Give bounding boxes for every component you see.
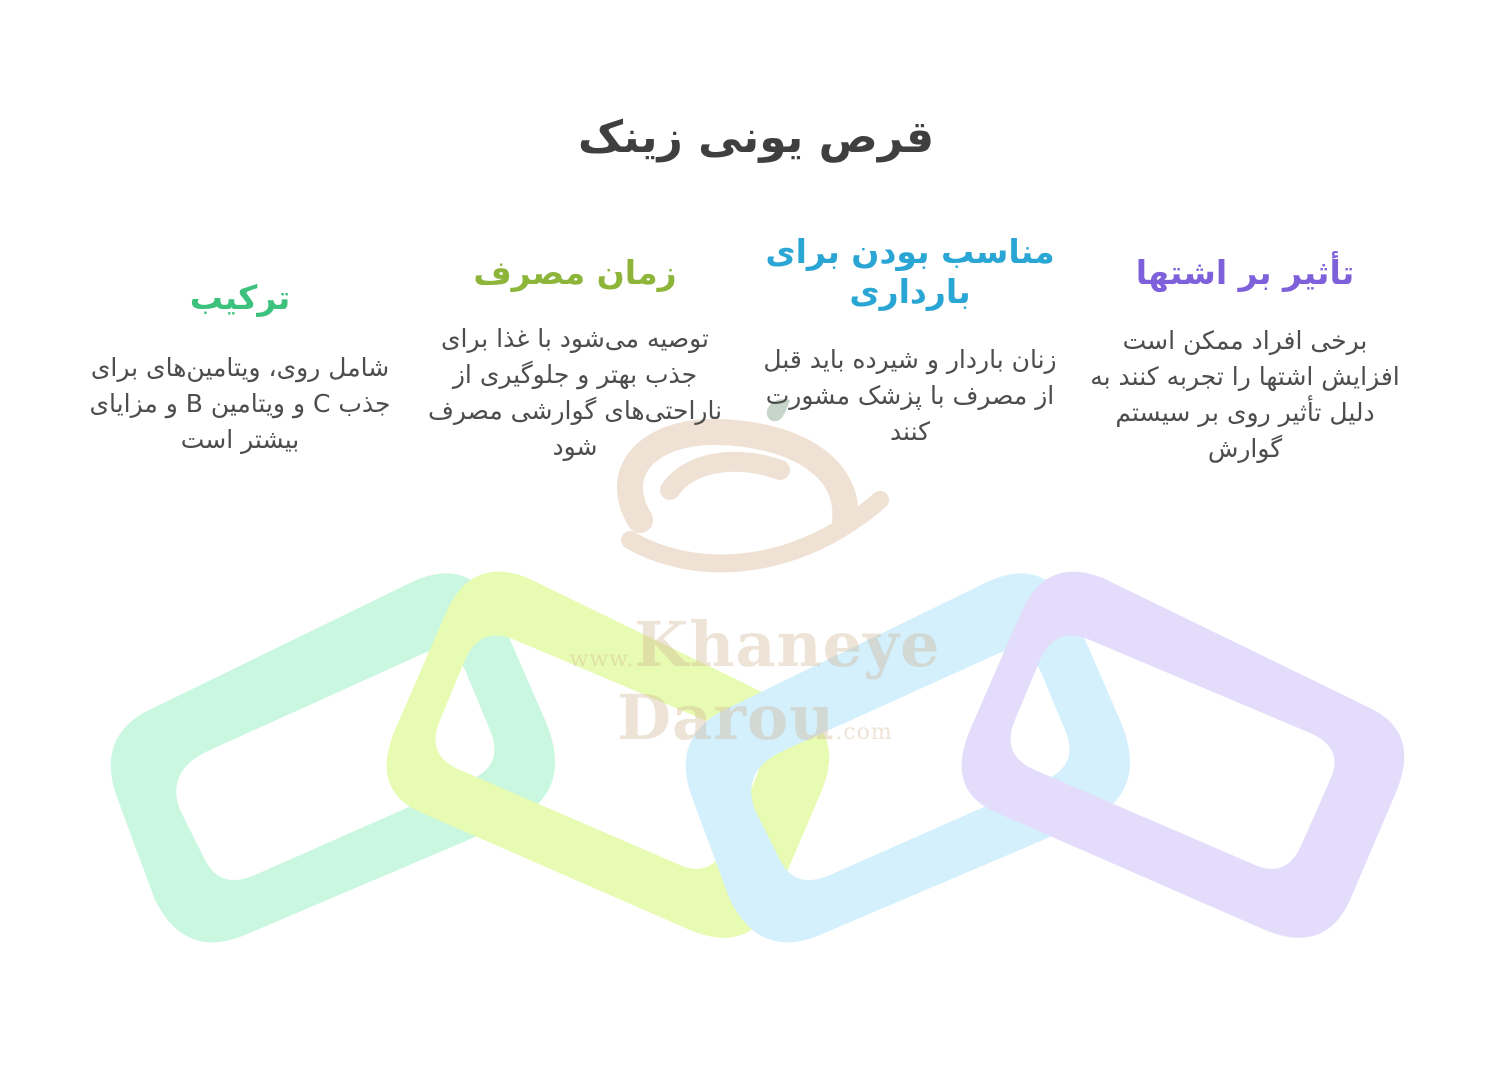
card-text-usage-time: توصیه می‌شود با غذا برای جذب بهتر و جلوگ… (427, 324, 723, 461)
chain-link-4-shape (961, 571, 1405, 938)
chain-link-2-shape (386, 571, 830, 938)
card-composition: ترکیب شامل روی، ویتامین‌های برای جذب C و… (80, 278, 400, 458)
chain-link-1 (110, 573, 556, 943)
card-text-pregnancy: زنان باردار و شیرده باید قبل از مصرف با … (763, 345, 1057, 446)
page-title: قرص یونی زینک (577, 112, 935, 163)
chain-link-1-shape (110, 573, 556, 943)
card-usage-time: زمان مصرف توصیه می‌شود با غذا برای جذب ب… (420, 253, 730, 465)
watermark-logo-icon (616, 399, 889, 573)
card-text-appetite: برخی افراد ممکن است افزایش اشتها را تجرب… (1090, 326, 1400, 463)
chain-link-4 (961, 571, 1405, 938)
card-heading-appetite: تأثیر بر اشتها (1135, 253, 1355, 292)
watermark-brand: Khaneye Darou (617, 608, 941, 754)
card-heading-usage-time: زمان مصرف (473, 253, 677, 292)
chain-link-3 (685, 573, 1130, 943)
chain-link-2 (386, 571, 830, 938)
watermark-suffix: .com (835, 720, 893, 745)
card-appetite: تأثیر بر اشتها برخی افراد ممکن است افزای… (1090, 253, 1400, 467)
chain-link-3-shape (685, 573, 1130, 943)
card-heading-pregnancy: مناسب بودن برای بارداری (765, 232, 1055, 311)
card-pregnancy: مناسب بودن برای بارداری زنان باردار و شی… (760, 232, 1060, 450)
card-heading-composition: ترکیب (189, 278, 291, 317)
card-text-composition: شامل روی، ویتامین‌های برای جذب C و ویتام… (89, 353, 391, 454)
watermark-text: www.Khaneye Darou.com (430, 608, 1080, 754)
watermark-prefix: www. (569, 647, 635, 672)
